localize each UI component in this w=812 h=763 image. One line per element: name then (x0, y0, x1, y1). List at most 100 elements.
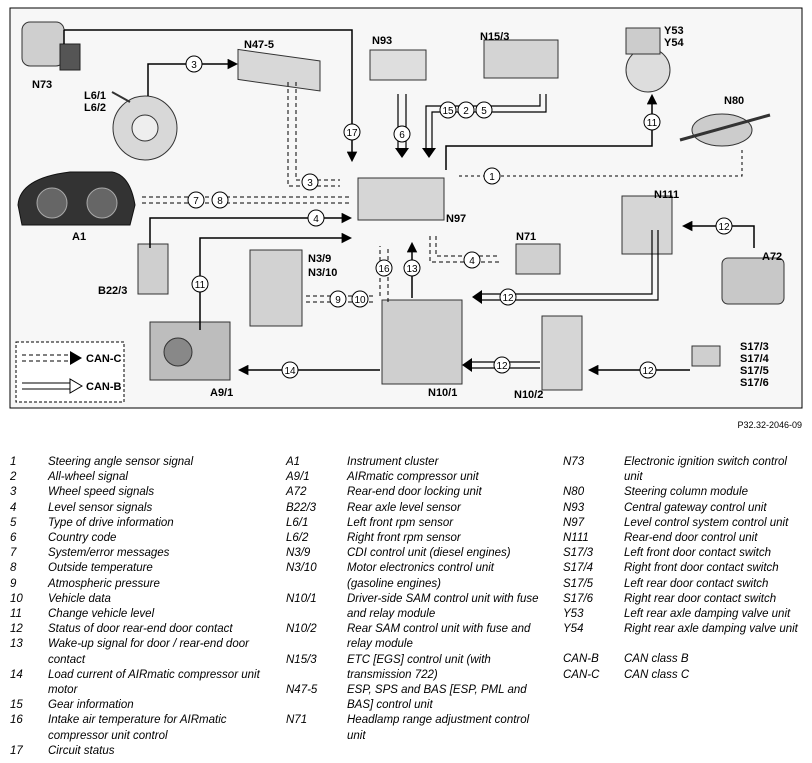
signal-14: 14 (281, 361, 299, 379)
label-a9-1: A9/1 (210, 387, 233, 399)
label-l6-2: L6/2 (84, 102, 106, 114)
legend-key: Y53 (563, 608, 584, 621)
label-n73: N73 (32, 79, 52, 91)
signal-12-a72: 12 (715, 217, 733, 235)
legend-key: CAN-C (563, 668, 600, 681)
signal-4-left: 4 (307, 209, 325, 227)
svg-text:3: 3 (191, 60, 197, 71)
legend-key: 2 (10, 471, 17, 484)
legend-value: Load current of AIRmatic compressor unit… (48, 668, 260, 697)
svg-text:10: 10 (354, 295, 366, 306)
legend-key: 15 (10, 699, 23, 712)
label-n111: N111 (654, 189, 679, 201)
legend-value: Outside temperature (48, 562, 153, 575)
legend-key: N80 (563, 486, 585, 499)
legend-key: Y54 (563, 623, 584, 636)
legend-key: 17 (10, 744, 23, 757)
bus-legend: CAN-C CAN-B (15, 341, 125, 403)
n71-unit (515, 243, 561, 275)
legend-row: N73 Electronic ignition switch control un… (563, 455, 803, 485)
svg-text:12: 12 (718, 222, 730, 233)
legend-row: 8 Outside temperature (10, 561, 260, 576)
a9-1-compressor (149, 321, 231, 381)
legend-value: Right front door contact switch (624, 562, 779, 575)
signal-1: 1 (483, 167, 501, 185)
signal-5: 5 (475, 101, 493, 119)
legend-value (624, 637, 803, 652)
svg-text:7: 7 (193, 196, 199, 207)
legend-value: Change vehicle level (48, 608, 155, 621)
legend-key: 9 (10, 577, 17, 590)
legend-value: Left rear door contact switch (624, 577, 769, 590)
legend-key: N73 (563, 456, 585, 468)
legend-value: Gear information (48, 699, 134, 712)
legend-value: Central gateway control unit (624, 501, 767, 514)
legend-can-b: CAN-B (86, 381, 121, 393)
legend-key: N10/2 (286, 623, 317, 636)
signal-16: 16 (375, 259, 393, 277)
legend-key: 6 (10, 532, 17, 545)
signal-2: 2 (457, 101, 475, 119)
signal-13: 13 (403, 259, 421, 277)
label-l6-1: L6/1 (84, 90, 106, 102)
signal-markers: 3 17 6 15 2 5 11 1 3 7 8 4 12 4 16 13 11… (185, 55, 733, 379)
legend-key: A72 (286, 486, 307, 499)
label-n80: N80 (724, 95, 744, 107)
label-n10-1: N10/1 (428, 387, 457, 399)
svg-text:6: 6 (399, 130, 405, 141)
svg-text:8: 8 (217, 196, 223, 207)
svg-text:14: 14 (284, 366, 296, 377)
legend-value: CAN class B (624, 653, 689, 666)
a72-lock (721, 257, 785, 305)
rpm-sensor-disc (111, 91, 178, 161)
n10-1-sam (381, 299, 463, 385)
legend-value: Vehicle data (48, 592, 111, 605)
legend-value: Circuit status (48, 744, 115, 757)
legend-row: 15 Gear information (10, 698, 260, 713)
legend-row: N10/2 Rear SAM control unit with fuse and… (286, 622, 542, 652)
label-n71: N71 (516, 231, 536, 243)
legend-key: A1 (286, 456, 301, 468)
legend-value: Rear SAM control unit with fuse and rela… (347, 623, 531, 651)
legend-key: 5 (10, 516, 17, 529)
signal-9: 9 (329, 290, 347, 308)
legend-value: Rear-end door locking unit (347, 486, 482, 499)
figure-reference: P32.32-2046-09 (737, 420, 802, 430)
signal-12-n102: 12 (493, 356, 511, 374)
legend-key: S17/4 (563, 562, 594, 575)
svg-text:11: 11 (647, 118, 658, 129)
legend-key: N93 (563, 501, 585, 514)
svg-text:13: 13 (406, 264, 418, 275)
legend-key: N97 (563, 516, 585, 529)
svg-text:11: 11 (195, 280, 206, 291)
legend-key: N3/10 (286, 562, 317, 575)
a1-instrument-cluster (17, 171, 136, 226)
svg-text:12: 12 (496, 361, 508, 372)
n3-ecu (249, 249, 303, 327)
n80-steering-module (679, 113, 771, 147)
label-s17-4: S17/4 (740, 353, 770, 365)
label-s17-3: S17/3 (740, 341, 769, 353)
legend-key: S17/3 (563, 547, 594, 560)
legend-value: Electronic ignition switch control unit (624, 456, 787, 484)
legend-value: Status of door rear-end door contact (48, 623, 233, 636)
legend-key: 1 (10, 456, 17, 468)
legend-key: 8 (10, 562, 17, 575)
legend-value: All-wheel signal (48, 471, 128, 484)
legend-value: Right front rpm sensor (347, 532, 461, 545)
